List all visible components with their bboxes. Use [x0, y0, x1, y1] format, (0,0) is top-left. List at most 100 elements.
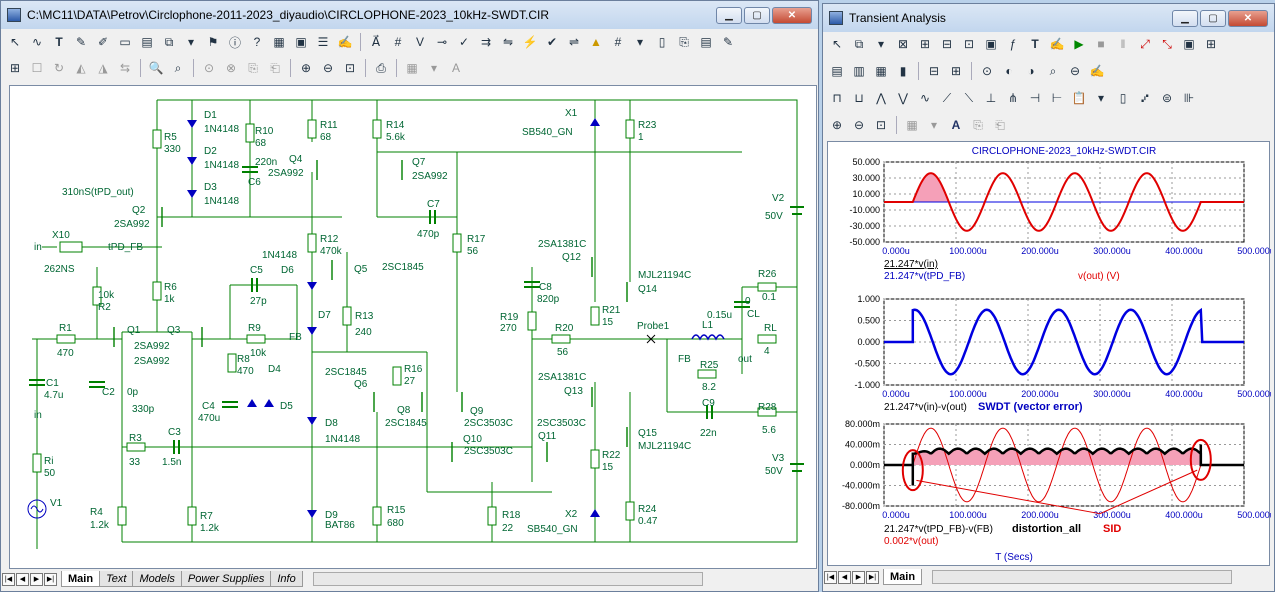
zoom-fit-icon[interactable]: ⊡ [344, 61, 356, 75]
check-icon[interactable]: ✓ [458, 35, 470, 49]
tab-first-icon-2[interactable]: |◀ [824, 570, 837, 584]
tab-text[interactable]: Text [99, 571, 134, 587]
flip-h-icon[interactable]: ◭ [76, 61, 86, 75]
lightning-icon[interactable]: ⚡ [522, 35, 538, 49]
high-icon[interactable]: ⋀ [876, 91, 886, 105]
rise-icon[interactable]: ⟍ [964, 90, 974, 105]
numbers-icon[interactable]: ⑇ [1141, 91, 1149, 105]
cursor-right-icon[interactable]: ◑ [1027, 64, 1035, 78]
print-icon[interactable]: ⎙ [376, 60, 386, 75]
tab-next-icon[interactable]: ▶ [30, 572, 43, 586]
horizontal-scrollbar[interactable] [312, 572, 703, 586]
power-icon[interactable]: ⇌ [568, 35, 580, 49]
checkmark-icon[interactable]: ✔ [546, 35, 558, 49]
tab-main[interactable]: Main [61, 571, 101, 587]
function-icon[interactable]: ƒ [1009, 37, 1017, 51]
warning-icon[interactable]: ▲ [590, 35, 602, 49]
cursor-find-icon[interactable]: ⌕ [1049, 63, 1057, 78]
node-voltage-icon[interactable]: V [415, 35, 424, 49]
page-icon-2[interactable]: ▯ [1119, 91, 1127, 105]
dropdown-icon-3[interactable]: ▾ [430, 61, 438, 75]
dropdown-icon-4[interactable]: ▾ [877, 37, 885, 51]
wire-icon[interactable]: ∿ [31, 35, 43, 49]
peak-icon[interactable]: ⊓ [832, 91, 842, 105]
grid-icon[interactable]: ▦ [273, 35, 285, 49]
scale-auto-icon[interactable]: ⊡ [963, 37, 975, 51]
cursor-left-icon[interactable]: ◐ [1005, 64, 1013, 78]
info-icon[interactable]: ⓘ [228, 35, 241, 50]
cursor-clear-icon[interactable]: ⊖ [1069, 64, 1081, 78]
font-icon[interactable]: A [451, 61, 460, 75]
brush-icon[interactable]: ✐ [97, 35, 109, 49]
pause-icon[interactable]: ‖ [1120, 37, 1126, 51]
flip-v-icon[interactable]: ◮ [98, 61, 108, 75]
inflection-icon[interactable]: ∿ [919, 91, 931, 105]
horizontal-scrollbar-2[interactable] [932, 570, 1233, 584]
valley-icon[interactable]: ⊔ [854, 91, 864, 105]
tangent-icon[interactable]: ⊣ [1029, 91, 1041, 105]
slope-icon[interactable]: ⟋ [942, 90, 952, 105]
tab-prev-icon[interactable]: ◀ [16, 572, 29, 586]
cursor-props-icon[interactable]: ✍ [1089, 64, 1105, 78]
close-button-2[interactable]: ✕ [1228, 10, 1268, 27]
page-edit-icon[interactable]: ✎ [722, 35, 734, 49]
cursor-mode-icon[interactable]: ⊙ [981, 64, 993, 78]
plot-props-icon[interactable]: ▤ [831, 64, 843, 78]
plot-grid-icon[interactable]: ▦ [875, 64, 887, 78]
minus-box-icon[interactable]: ⊟ [928, 64, 940, 78]
rotate-icon[interactable]: ↻ [53, 61, 65, 75]
resize-icon[interactable]: ⊞ [9, 61, 21, 75]
schematic-titlebar[interactable]: C:\MC11\DATA\Petrov\Circlophone-2011-202… [1, 1, 818, 29]
flag-icon[interactable]: ⚑ [207, 35, 219, 49]
low-icon[interactable]: ⋁ [898, 91, 908, 105]
component-icon[interactable]: ⧉ [164, 34, 174, 49]
font-icon-2[interactable]: A [951, 118, 961, 132]
split-h-icon[interactable]: ⊜ [1161, 91, 1173, 105]
find-next-icon[interactable]: ⌕ [174, 60, 182, 75]
pin-icon[interactable]: ⊸ [436, 35, 448, 49]
mirror-icon[interactable]: ⇆ [119, 61, 131, 75]
text-tool-icon[interactable]: T [55, 35, 63, 49]
select-arrow-icon[interactable]: ↖ [9, 35, 21, 49]
scale-y-icon[interactable]: ⊟ [941, 37, 953, 51]
dropdown-icon-5[interactable]: ▾ [1097, 91, 1105, 105]
zoom-in-icon[interactable]: ⊕ [300, 61, 312, 75]
maximize-button-2[interactable]: ▢ [1200, 10, 1226, 27]
stop-icon[interactable]: ⊗ [225, 61, 237, 75]
stop-icon-2[interactable]: ■ [1097, 37, 1105, 51]
mark-icon[interactable]: ⊥ [985, 91, 997, 105]
transient-titlebar[interactable]: Transient Analysis ▁ ▢ ✕ [823, 4, 1274, 32]
scale-icon[interactable]: ⊠ [897, 37, 909, 51]
help-icon[interactable]: ? [253, 35, 261, 49]
tab-next-icon-2[interactable]: ▶ [852, 570, 865, 584]
copy-icon-2[interactable]: ⎘ [973, 117, 983, 132]
copy-icon[interactable]: ⎘ [248, 60, 258, 75]
tab-prev-icon-2[interactable]: ◀ [838, 570, 851, 584]
scale-edit-icon[interactable]: ▣ [985, 37, 997, 51]
find-icon[interactable]: 🔍 [148, 61, 164, 75]
box-icon[interactable]: ☐ [31, 61, 43, 75]
label-icon[interactable]: ⊢ [1051, 91, 1063, 105]
paste-icon-2[interactable]: ⎗ [995, 117, 1005, 132]
zoom-in-icon-2[interactable]: ⊕ [831, 118, 843, 132]
shrink-icon[interactable]: ⤡ [1162, 36, 1172, 51]
dropdown-icon[interactable]: ▾ [187, 35, 195, 49]
paste-icon[interactable]: ⎗ [270, 60, 280, 75]
zoom-out-icon[interactable]: ⊖ [322, 61, 334, 75]
minimize-button[interactable]: ▁ [716, 7, 742, 24]
maximize-button[interactable]: ▢ [744, 7, 770, 24]
clipboard-icon[interactable]: 📋 [1071, 91, 1087, 105]
layout-icon-2[interactable]: ▦ [906, 118, 918, 132]
window-icon[interactable]: ▣ [295, 35, 307, 49]
tab-main-2[interactable]: Main [883, 569, 923, 585]
grid-toggle-icon[interactable]: # [614, 35, 622, 49]
zoom-fit-icon-2[interactable]: ⊡ [875, 118, 887, 132]
monitor-icon[interactable]: ▭ [119, 35, 131, 49]
tile-icon[interactable]: ⊞ [1205, 37, 1217, 51]
tab-first-icon[interactable]: |◀ [2, 572, 15, 586]
tab-power-supplies[interactable]: Power Supplies [180, 571, 272, 587]
dropdown-icon-2[interactable]: ▾ [636, 35, 644, 49]
close-button[interactable]: ✕ [772, 7, 812, 24]
